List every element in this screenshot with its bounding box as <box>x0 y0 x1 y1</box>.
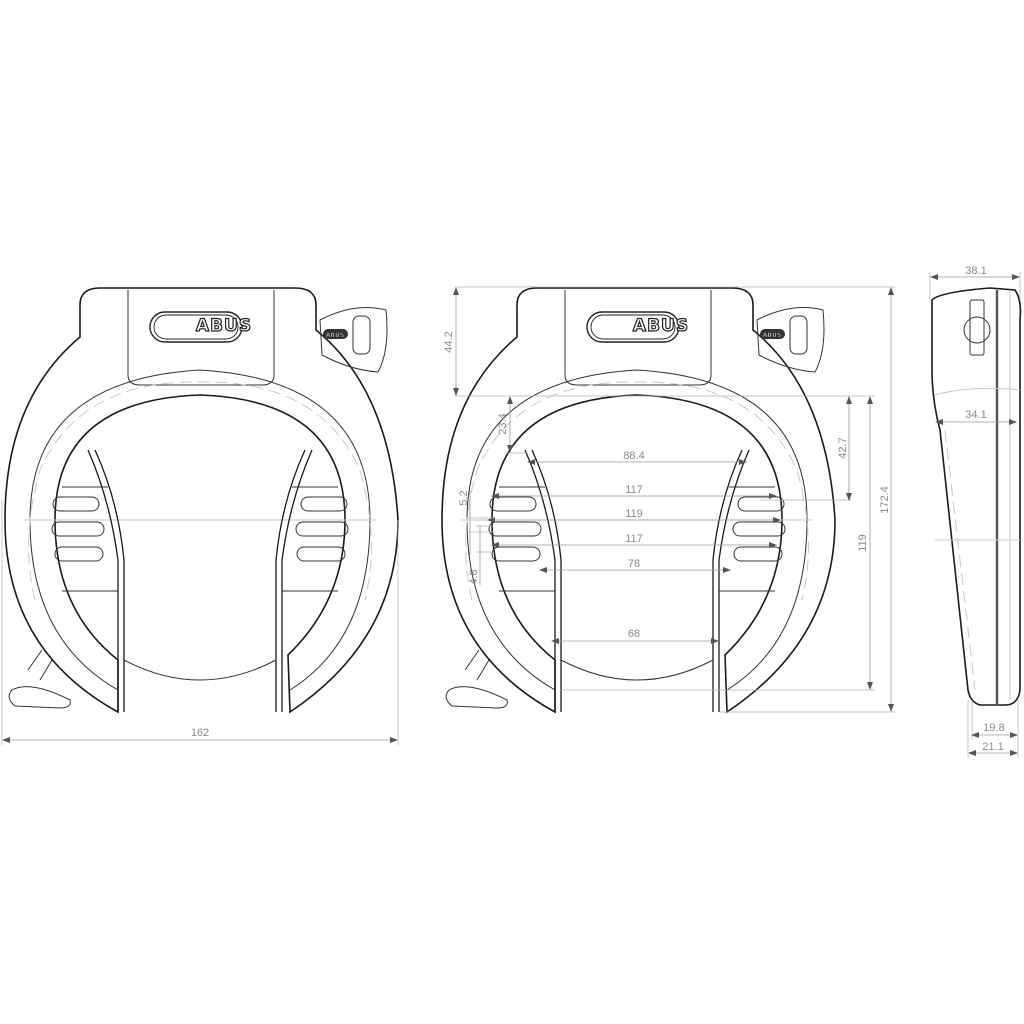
dim-label-34-1: 34.1 <box>965 409 986 421</box>
dim-label-88-4: 88.4 <box>623 450 644 462</box>
key-logo-right: ABUS <box>763 332 781 339</box>
dim-label-78: 78 <box>628 558 640 570</box>
dim-label-119-width: 119 <box>625 508 643 520</box>
dim-label-117-b: 117 <box>625 533 643 545</box>
dim-label-42-7: 42.7 <box>837 437 849 458</box>
dim-label-21-1: 21.1 <box>982 741 1003 753</box>
side-view <box>929 272 1022 758</box>
dim-label-119-height: 119 <box>857 534 869 552</box>
dim-label-117-a: 117 <box>625 484 643 496</box>
dimension-lines-right <box>453 286 895 713</box>
dim-label-38-1: 38.1 <box>965 265 986 277</box>
dim-label-19-8: 19.8 <box>983 722 1004 734</box>
dim-label-23-4: 23.4 <box>497 413 509 434</box>
front-view-left <box>4 287 399 713</box>
dim-label-172-4: 172.4 <box>879 486 891 514</box>
dim-overall-width <box>1 500 399 745</box>
abus-logo-right: ABUS <box>633 316 689 336</box>
abus-logo-left: ABUS <box>196 316 252 336</box>
key-logo-left: ABUS <box>326 332 344 339</box>
dim-label-4-8: 4.8 <box>468 569 480 584</box>
dim-label-162: 162 <box>191 727 209 739</box>
dim-label-5-2: 5.2 <box>458 490 470 505</box>
dim-label-68: 68 <box>628 628 640 640</box>
dim-label-44-2: 44.2 <box>443 331 455 352</box>
